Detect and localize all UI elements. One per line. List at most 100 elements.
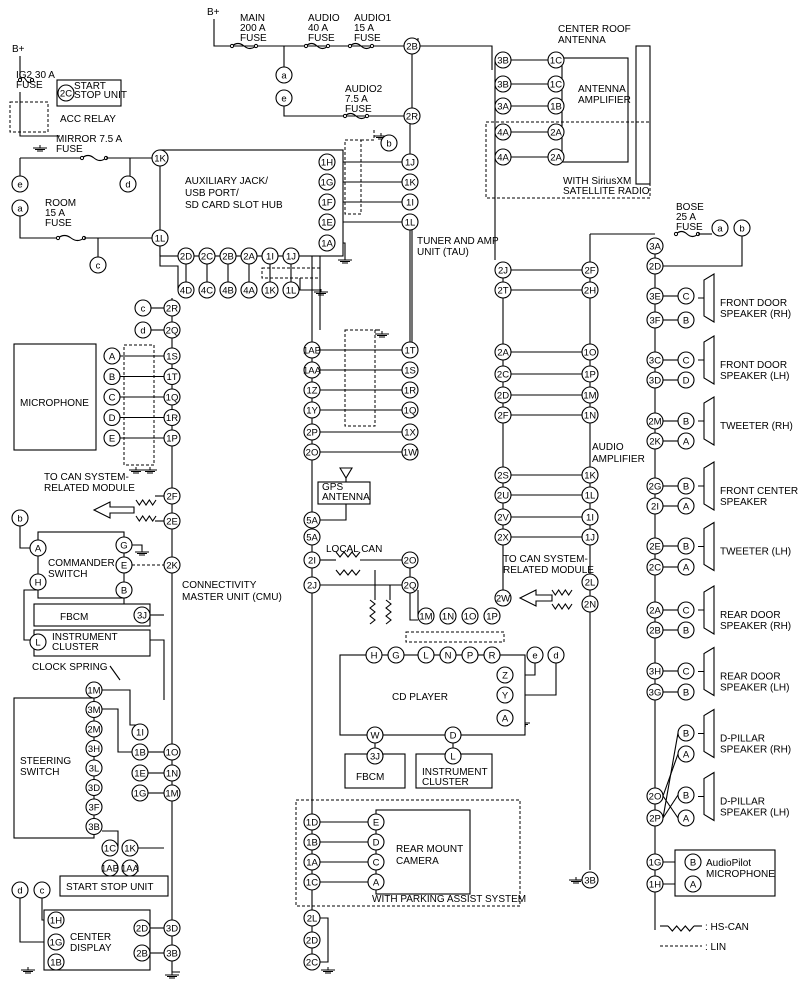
speaker-pin <box>677 809 695 827</box>
fuse-mirror: FUSE <box>56 144 83 155</box>
hs-can-twist <box>135 499 157 506</box>
cmu-left-pin-label: 1E <box>134 768 146 779</box>
antenna-pin-label: 1B <box>550 101 562 112</box>
tau-pin <box>494 148 512 166</box>
audio-amp-label: AMPLIFIER <box>592 454 645 465</box>
amp-right-pin-label: 3F <box>649 315 660 326</box>
speaker-label: TWEETER (LH) <box>720 547 791 558</box>
amp-right-pin <box>646 497 664 515</box>
mic-pin-label: B <box>109 372 115 383</box>
display-pin <box>47 911 65 929</box>
center-roof-antenna-label: ANTENNA <box>558 35 606 46</box>
speaker-pin <box>677 432 695 450</box>
wire <box>102 708 132 753</box>
tau-pin <box>303 551 321 569</box>
fuse-bose: FUSE <box>676 222 703 233</box>
amp-pin-label: 1K <box>584 470 596 481</box>
cmu-right-pin <box>163 743 181 761</box>
amp-right-pin <box>646 432 664 450</box>
speaker-pin <box>677 537 695 555</box>
ssu-bottom-label: START STOP UNIT <box>66 882 153 893</box>
lin-dash-mid <box>261 267 321 279</box>
display-pin-label: 2D <box>136 923 148 934</box>
fuse-symbol <box>675 230 699 238</box>
cmu-pin <box>163 367 181 386</box>
tau-pin <box>303 576 321 594</box>
tau-right-pin-label: 2C <box>497 369 509 380</box>
fuse-room: 15 A <box>45 208 65 219</box>
tau-label: UNIT (TAU) <box>417 247 469 258</box>
speaker-label: D-PILLAR <box>720 734 765 745</box>
tau-cd-pin-label: 1M <box>419 611 432 622</box>
wire <box>513 663 557 696</box>
cmu-left-pin <box>131 784 149 802</box>
start-stop-top-label: START <box>74 81 106 92</box>
tau-pin-label: 2R <box>406 111 418 122</box>
cd-pin-label: D <box>450 730 457 741</box>
tau-pin <box>401 361 419 379</box>
display-pin-label: 1G <box>50 937 63 948</box>
amp-pin-label: 3B <box>584 875 596 886</box>
wire <box>19 526 30 549</box>
hs-can-twist <box>135 515 157 522</box>
ic2-pin-label: L <box>450 751 455 762</box>
fuse-audio2: AUDIO2 <box>345 84 383 95</box>
fuse-symbol <box>305 42 329 50</box>
connector-point-label: e <box>281 93 286 104</box>
camera-pin-label: E <box>373 817 379 828</box>
connector-point-label: e <box>532 650 537 661</box>
cmu-pin-label: 1T <box>166 372 177 383</box>
fuse-audio: 40 A <box>308 23 328 34</box>
audiopilot-pin <box>684 875 702 893</box>
tau-cd-pin <box>461 607 479 625</box>
commander-pin-label: H <box>35 577 42 588</box>
cmu-pin-label: 2K <box>166 560 178 571</box>
tau-pin-label: 4A <box>497 152 509 163</box>
relay-pin-label: 2C <box>60 88 72 99</box>
speaker-label: TWEETER (RH) <box>720 421 793 432</box>
ssu-pin-label: 1C <box>104 843 116 854</box>
tau-pin <box>303 853 321 871</box>
amp-right-pin-label: 2D <box>649 261 661 272</box>
audiopilot-pin-label: A <box>690 879 697 890</box>
steering-pin-label: 3L <box>89 763 100 774</box>
gps-antenna-symbol <box>339 467 353 480</box>
steering-pin <box>85 720 103 738</box>
camera-pin-label: C <box>373 857 380 868</box>
speaker-pin-label: B <box>683 790 689 801</box>
cd-pin <box>417 646 435 664</box>
to-can-right-label: TO CAN SYSTEM- <box>503 554 588 565</box>
speaker-label: FRONT DOOR <box>720 360 787 371</box>
connector-point-label: a <box>717 223 723 234</box>
ssu-pin <box>121 839 139 857</box>
tau-pin-label: 1W <box>403 447 417 458</box>
cmu-right-pin-label: 1N <box>166 768 178 779</box>
connector-point-label: a <box>17 203 23 214</box>
amp-right-pin-label: 3H <box>649 666 661 677</box>
tau-pin <box>401 576 419 594</box>
tau-pin-label: 1AB <box>303 345 321 356</box>
cd-pin-label: H <box>371 650 378 661</box>
cmu-top-pin <box>198 281 216 299</box>
fuse-symbol <box>344 112 368 120</box>
cmu-right-pin <box>163 784 181 802</box>
connector-point <box>526 646 544 664</box>
steering-pin-label: 3H <box>88 744 100 755</box>
cd-pin-label: G <box>392 650 399 661</box>
cd-pin <box>387 646 405 664</box>
tau-pin-label: 2O <box>306 447 319 458</box>
steering-pin-label: 1M <box>87 685 100 696</box>
tau-right-pin-label: 2S <box>497 470 509 481</box>
legend-lin: : LIN <box>705 942 726 953</box>
ground-symbol <box>338 257 352 264</box>
fuse-terminal <box>229 43 235 49</box>
tau-right-pin-label: 2U <box>497 490 509 501</box>
cmu-pin <box>163 487 181 505</box>
connector-point-label: b <box>386 138 391 149</box>
tau-pin <box>494 589 512 607</box>
ic-label: CLUSTER <box>52 642 99 653</box>
cmu-pin-label: 2Q <box>166 325 179 336</box>
commander-pin <box>115 581 133 599</box>
amp-right-pin <box>646 311 664 329</box>
